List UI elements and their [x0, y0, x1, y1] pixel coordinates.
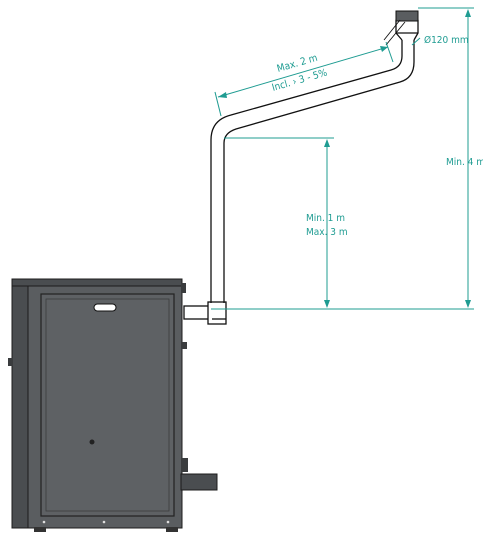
dim-horizontal-run-line	[217, 46, 389, 98]
label-vertical-min: Min. 1 m	[306, 213, 345, 224]
stove-door-inner	[45, 298, 170, 512]
stove	[8, 278, 218, 532]
air-intake-pipe	[180, 473, 218, 491]
stove-foot-right	[166, 527, 178, 532]
dim-vertical-arrow-top	[324, 139, 330, 147]
flue-top-adapter	[395, 19, 419, 41]
dimension-labels: Max. 2 m Incl. › 3 - 5% Ø120 mm Min. 4 m…	[271, 34, 483, 238]
stove-door	[40, 293, 175, 517]
dim-total-arrow-bottom	[465, 300, 471, 308]
flue-pipe-inner-edge	[223, 40, 415, 303]
base-screw-3	[166, 520, 170, 524]
dim-horizontal-extension-left	[214, 91, 222, 117]
dim-horizontal-extension-right	[385, 41, 394, 63]
door-handle-slot	[93, 303, 117, 312]
flue-hatch-1	[383, 19, 401, 41]
dim-diameter-leader	[411, 37, 421, 46]
door-knob	[89, 439, 95, 445]
flue-t-cap	[207, 301, 227, 325]
dimension-lines	[211, 7, 474, 310]
flue-pipe	[183, 10, 419, 325]
flue-hatch-2	[385, 21, 406, 46]
dim-total-arrow-top	[465, 9, 471, 17]
left-control-knob	[8, 358, 13, 366]
flue-top-collar	[395, 10, 419, 22]
label-vertical-max: Max. 3 m	[306, 227, 348, 238]
dim-horizontal-arrow-right	[380, 46, 388, 52]
flue-t-connector	[183, 305, 211, 320]
right-side-bracket-low	[182, 458, 188, 472]
right-side-bracket-top	[181, 283, 186, 293]
base-screw-1	[42, 520, 46, 524]
right-side-bracket-mid	[182, 342, 187, 349]
dim-vertical-arrow-bottom	[324, 300, 330, 308]
stove-foot-left	[34, 527, 46, 532]
flue-pipe-outer-edge	[210, 40, 403, 303]
dim-horizontal-arrow-left	[218, 92, 227, 98]
stove-left-side	[11, 285, 30, 529]
base-screw-2	[102, 520, 106, 524]
label-min-total-height: Min. 4 m	[446, 157, 483, 168]
label-diameter: Ø120 mm	[424, 34, 469, 46]
